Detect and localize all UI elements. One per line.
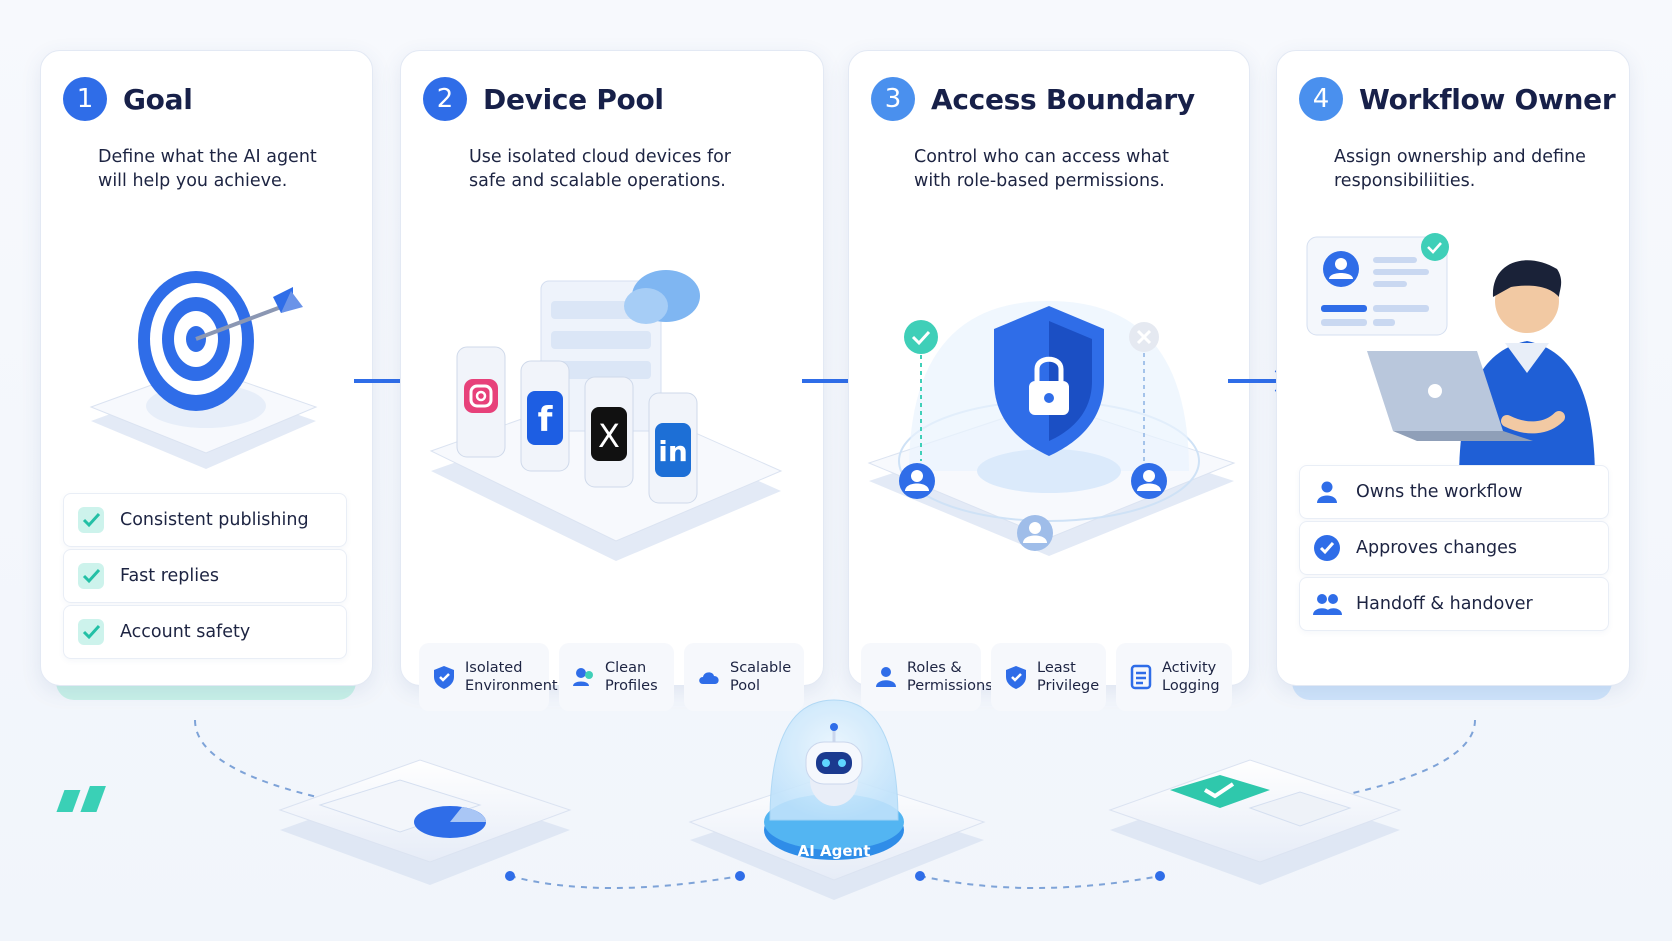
cloud-icon: [699, 672, 719, 684]
users-icon: [1312, 589, 1342, 619]
list-item: Approves changes: [1299, 521, 1609, 575]
analytics-platform: [56, 759, 572, 885]
check-circle-icon: [1312, 533, 1342, 563]
svg-text:X: X: [598, 417, 620, 455]
device-pool-illustration: f X in: [429, 270, 783, 561]
step-description: Control who can access what with role-ba…: [914, 147, 1170, 191]
step-header: 1 Goal: [63, 77, 193, 121]
user-icon: [1312, 477, 1342, 507]
svg-text:f: f: [538, 400, 554, 440]
step-title: Device Pool: [483, 82, 664, 116]
owner-list: Owns the workflow Approves changes Hando…: [1299, 465, 1609, 633]
profiles-icon: [573, 668, 593, 686]
step-header: 2 Device Pool: [423, 77, 664, 121]
approval-platform: [1108, 759, 1402, 885]
step-card-access-boundary: 3 Access Boundary Control who can access…: [848, 50, 1250, 711]
shield-icon: [434, 666, 454, 689]
step-header: 4 Workflow Owner: [1299, 77, 1616, 121]
check-icon: [76, 505, 106, 535]
dashed-connectors: [194, 719, 1476, 889]
goal-list: Consistent publishing Fast replies Accou…: [63, 493, 347, 661]
user-icon: [876, 667, 896, 687]
device-pool-chips: Isolated Environment Clean Profiles Scal…: [419, 643, 814, 711]
step-number-badge: 2: [423, 77, 467, 121]
list-item: Fast replies: [63, 549, 347, 603]
shield-check-icon: [1006, 666, 1026, 689]
step-card-workflow-owner: 4 Workflow Owner Assign ownership and de…: [1276, 50, 1630, 686]
step-title: Access Boundary: [931, 82, 1195, 116]
chip-label: Clean Profiles: [605, 660, 658, 694]
list-item: Handoff & handover: [1299, 577, 1609, 631]
step-header: 3 Access Boundary: [871, 77, 1195, 121]
list-item-label: Account safety: [120, 622, 251, 642]
chip-label: Activity Logging: [1162, 660, 1220, 694]
chip-clean-profiles: Clean Profiles: [559, 643, 674, 711]
document-icon: [1130, 664, 1152, 690]
chip-least-privilege: Least Privilege: [991, 643, 1106, 711]
list-item: Account safety: [63, 605, 347, 659]
step-card-goal: 1 Goal Define what the AI agent will hel…: [40, 50, 373, 686]
chip-roles-permissions: Roles & Permissions: [861, 643, 993, 711]
chip-label: Roles & Permissions: [907, 660, 993, 694]
chip-isolated-environment: Isolated Environment: [419, 643, 558, 711]
check-icon: [76, 617, 106, 647]
svg-text:in: in: [658, 435, 688, 468]
list-item-label: Consistent publishing: [120, 510, 309, 530]
step-number-badge: 1: [63, 77, 107, 121]
access-boundary-illustration: [867, 301, 1236, 556]
list-item-label: Fast replies: [120, 566, 220, 586]
step-number-badge: 4: [1299, 77, 1343, 121]
step-description: Define what the AI agent will help you a…: [98, 147, 317, 191]
chip-scalable-pool: Scalable Pool: [684, 643, 804, 711]
list-item-label: Owns the workflow: [1356, 482, 1523, 502]
step-card-device-pool: 2 Device Pool Use isolated cloud devices…: [400, 50, 824, 711]
target-illustration: [89, 271, 318, 469]
check-icon: [76, 561, 106, 591]
chip-activity-logging: Activity Logging: [1116, 643, 1232, 711]
chip-label: Scalable Pool: [730, 660, 792, 694]
workflow-owner-illustration: [1306, 233, 1595, 481]
step-title: Workflow Owner: [1359, 82, 1616, 116]
list-item-label: Handoff & handover: [1356, 594, 1533, 614]
list-item: Consistent publishing: [63, 493, 347, 547]
step-description: Assign ownership and define responsibili…: [1334, 147, 1586, 191]
step-title: Goal: [123, 82, 193, 116]
list-item: Owns the workflow: [1299, 465, 1609, 519]
ai-agent-label: AI Agent: [797, 842, 871, 860]
list-item-label: Approves changes: [1356, 538, 1518, 558]
step-description: Use isolated cloud devices for safe and …: [469, 147, 732, 191]
chip-label: Isolated Environment: [465, 660, 558, 694]
chip-label: Least Privilege: [1037, 660, 1100, 694]
step-number-badge: 3: [871, 77, 915, 121]
ai-agent-base: [688, 699, 986, 900]
access-boundary-chips: Roles & Permissions Least Privilege Acti…: [861, 643, 1242, 711]
